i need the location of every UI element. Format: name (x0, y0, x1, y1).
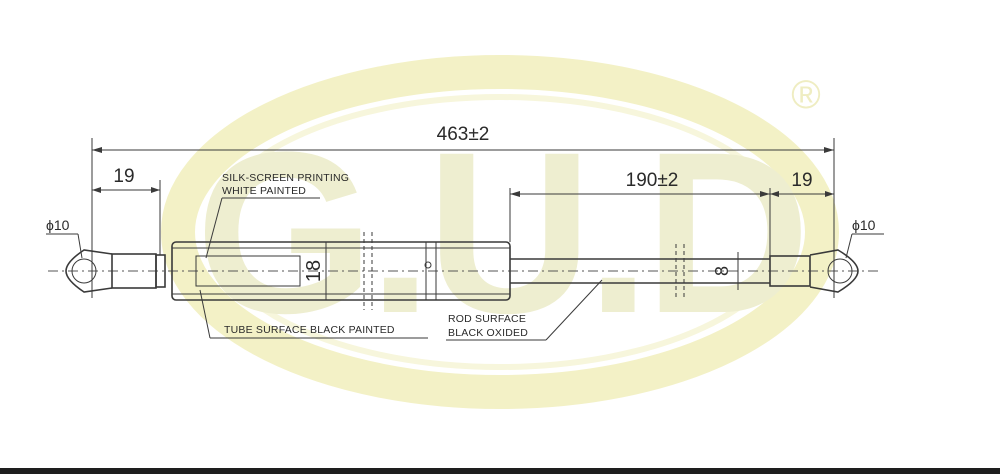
right-end-dimension: 19 (770, 170, 834, 197)
left-end-label: 19 (113, 166, 134, 187)
tube-surface-note: TUBE SURFACE BLACK PAINTED (199, 289, 428, 339)
overall-length-dimension: 463±2 (91, 124, 835, 258)
silk-screen-area (195, 255, 301, 287)
watermark-ellipse-outer (161, 55, 839, 409)
tube-diameter-label: 18 (303, 260, 325, 282)
silk-screen-line1: SILK-SCREEN PRINTING (222, 172, 349, 184)
tube-surface-label: TUBE SURFACE BLACK PAINTED (224, 324, 395, 336)
left-eye-label: ϕ10 (46, 217, 70, 233)
rod-surface-note: ROD SURFACE BLACK OXIDED (446, 279, 603, 341)
right-eye-dimension: ϕ10 (845, 217, 884, 259)
rod-diameter-label: 8 (712, 266, 732, 276)
right-eye-label: ϕ10 (852, 217, 876, 233)
rod-diameter-dimension: 8 (712, 266, 732, 276)
rod-surface-line1: ROD SURFACE (448, 313, 526, 325)
tube-body (171, 232, 511, 310)
watermark-logo-text: G.U.D (196, 104, 805, 361)
stroke-label: 190±2 (626, 170, 679, 191)
left-eye-dimension: ϕ10 (46, 217, 83, 259)
piston-rod (510, 244, 770, 298)
silk-screen-note: SILK-SCREEN PRINTING WHITE PAINTED (205, 172, 349, 259)
right-eye-end (769, 249, 859, 298)
registered-mark: ® (791, 73, 820, 117)
watermark-ellipse-inner (209, 94, 791, 370)
right-end-label: 19 (791, 170, 812, 191)
rod-surface-line2: BLACK OXIDED (448, 327, 528, 339)
tube-diameter-dimension: 18 (303, 242, 327, 300)
overall-length-label: 463±2 (437, 124, 490, 145)
stroke-dimension: 190±2 (509, 170, 771, 256)
bottom-bar (0, 468, 1000, 474)
silk-screen-line2: WHITE PAINTED (222, 185, 306, 197)
tube-marker (424, 261, 432, 269)
gud-watermark: G.U.D ® (161, 55, 839, 409)
left-eye-end (65, 249, 166, 298)
left-end-dimension: 19 (92, 166, 161, 255)
